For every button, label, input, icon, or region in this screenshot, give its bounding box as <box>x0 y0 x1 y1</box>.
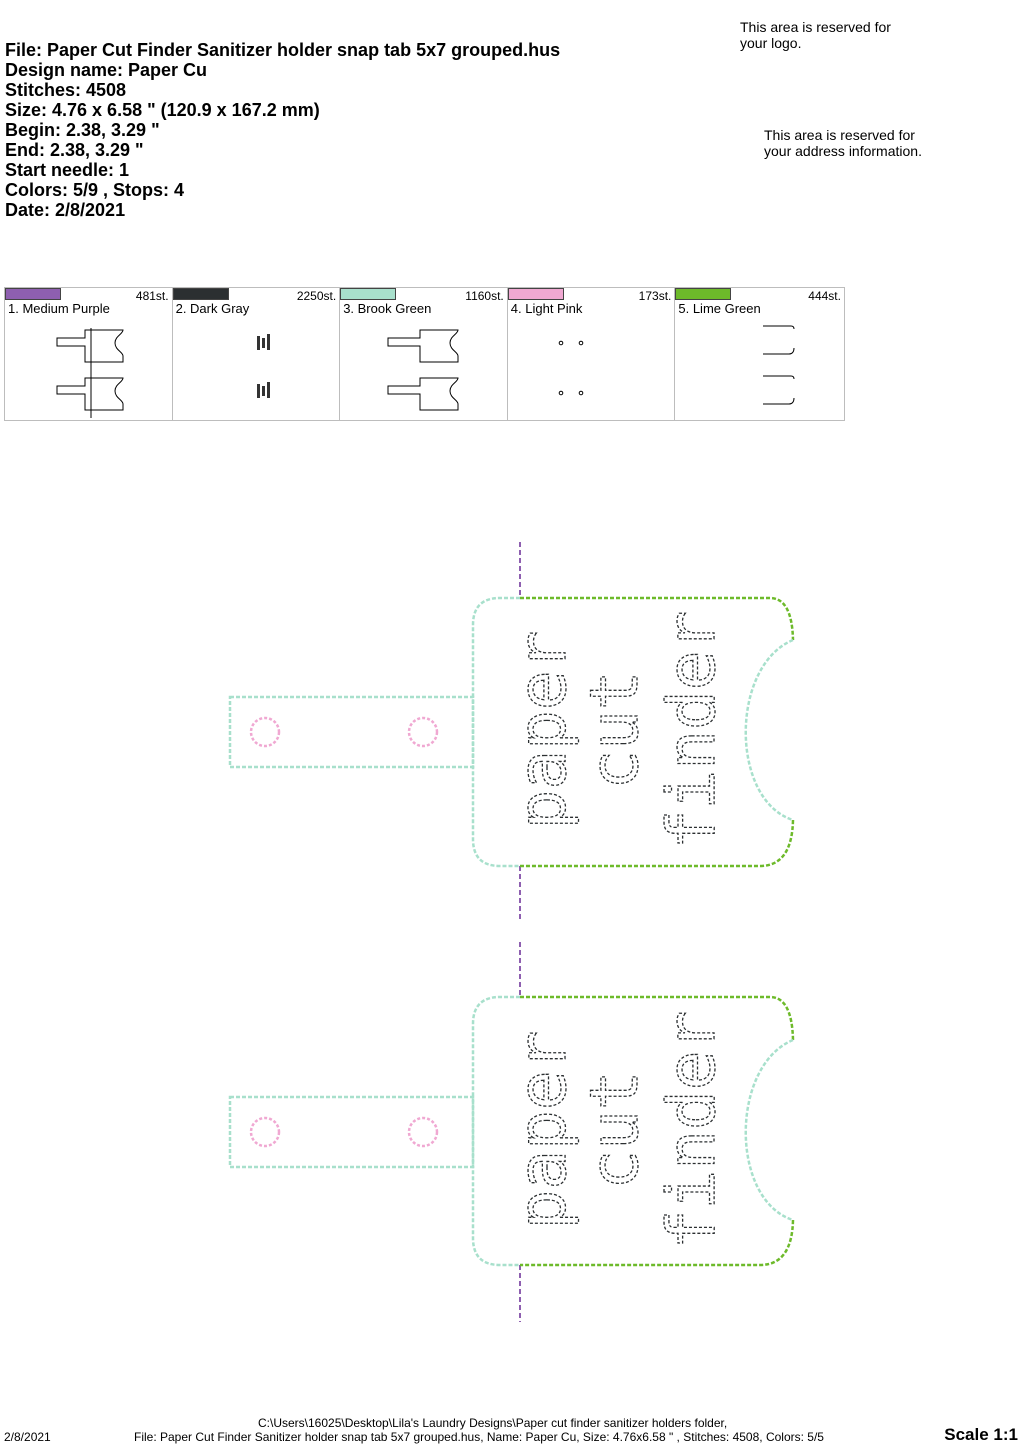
color-swatch <box>5 288 61 300</box>
colors-stops: Colors: 5/9 , Stops: 4 <box>5 180 185 200</box>
color-thumbnail <box>256 334 270 398</box>
color-sequence-strip: 481st. 1. Medium Purple 2250st. 2. Dark … <box>4 287 845 421</box>
color-name: 2. Dark Gray <box>175 301 250 316</box>
footer-summary: File: Paper Cut Finder Sanitizer holder … <box>134 1430 824 1444</box>
design-text-finder: finder <box>653 1011 730 1249</box>
stitch-count: Stitches: 4508 <box>5 80 127 100</box>
start-needle: Start needle: 1 <box>5 160 130 180</box>
color-cell-4: 173st. 4. Light Pink <box>507 288 676 420</box>
design-text-finder: finder <box>653 611 730 849</box>
color-thumbnail <box>558 340 584 396</box>
design-text-cut: cut <box>576 1070 653 1189</box>
color-cell-5: 444st. 5. Lime Green <box>675 288 844 420</box>
color-name: 5. Lime Green <box>678 301 761 316</box>
design-date: Date: 2/8/2021 <box>5 200 126 220</box>
logo-placeholder: This area is reserved for your logo. <box>740 19 891 51</box>
design-size: Size: 4.76 x 6.58 " (120.9 x 167.2 mm) <box>5 100 320 120</box>
address-placeholder: This area is reserved for your address i… <box>764 127 922 159</box>
color-stitch-count: 1160st. <box>465 289 504 303</box>
end-point: End: 2.38, 3.29 " <box>5 140 144 160</box>
color-name: 4. Light Pink <box>510 301 583 316</box>
color-cell-3: 1160st. 3. Brook Green <box>340 288 508 420</box>
sanitizer-holder-bottom: paper cut finder <box>228 942 795 1322</box>
color-stitch-count: 173st. <box>638 289 672 303</box>
color-cell-1: 481st. 1. Medium Purple <box>5 288 173 420</box>
color-name: 1. Medium Purple <box>8 301 110 316</box>
design-name: Design name: Paper Cu <box>5 60 208 80</box>
footer-path: C:\Users\16025\Desktop\Lila's Laundry De… <box>258 1416 728 1430</box>
color-name: 3. Brook Green <box>343 301 432 316</box>
color-stitch-count: 2250st. <box>296 289 337 303</box>
footer-date: 2/8/2021 <box>4 1430 51 1444</box>
color-stitch-count: 444st. <box>808 289 841 303</box>
design-info: File: Paper Cut Finder Sanitizer holder … <box>5 40 560 220</box>
design-text-paper: paper <box>504 1031 581 1230</box>
sanitizer-holder-top: paper cut finder <box>228 542 795 920</box>
color-swatch <box>675 288 732 300</box>
color-thumbnail <box>56 328 124 418</box>
file-name: File: Paper Cut Finder Sanitizer holder … <box>5 40 561 60</box>
design-text-cut: cut <box>576 670 653 789</box>
design-text-paper: paper <box>504 631 581 830</box>
color-cell-2: 2250st. 2. Dark Gray <box>172 288 341 420</box>
begin-point: Begin: 2.38, 3.29 " <box>5 120 160 140</box>
color-swatch <box>340 288 397 300</box>
color-thumbnail <box>387 329 459 411</box>
scale-label: Scale 1:1 <box>944 1425 1018 1444</box>
color-stitch-count: 481st. <box>135 289 169 303</box>
color-thumbnail <box>763 325 795 405</box>
color-swatch <box>507 288 564 300</box>
color-swatch <box>172 288 229 300</box>
